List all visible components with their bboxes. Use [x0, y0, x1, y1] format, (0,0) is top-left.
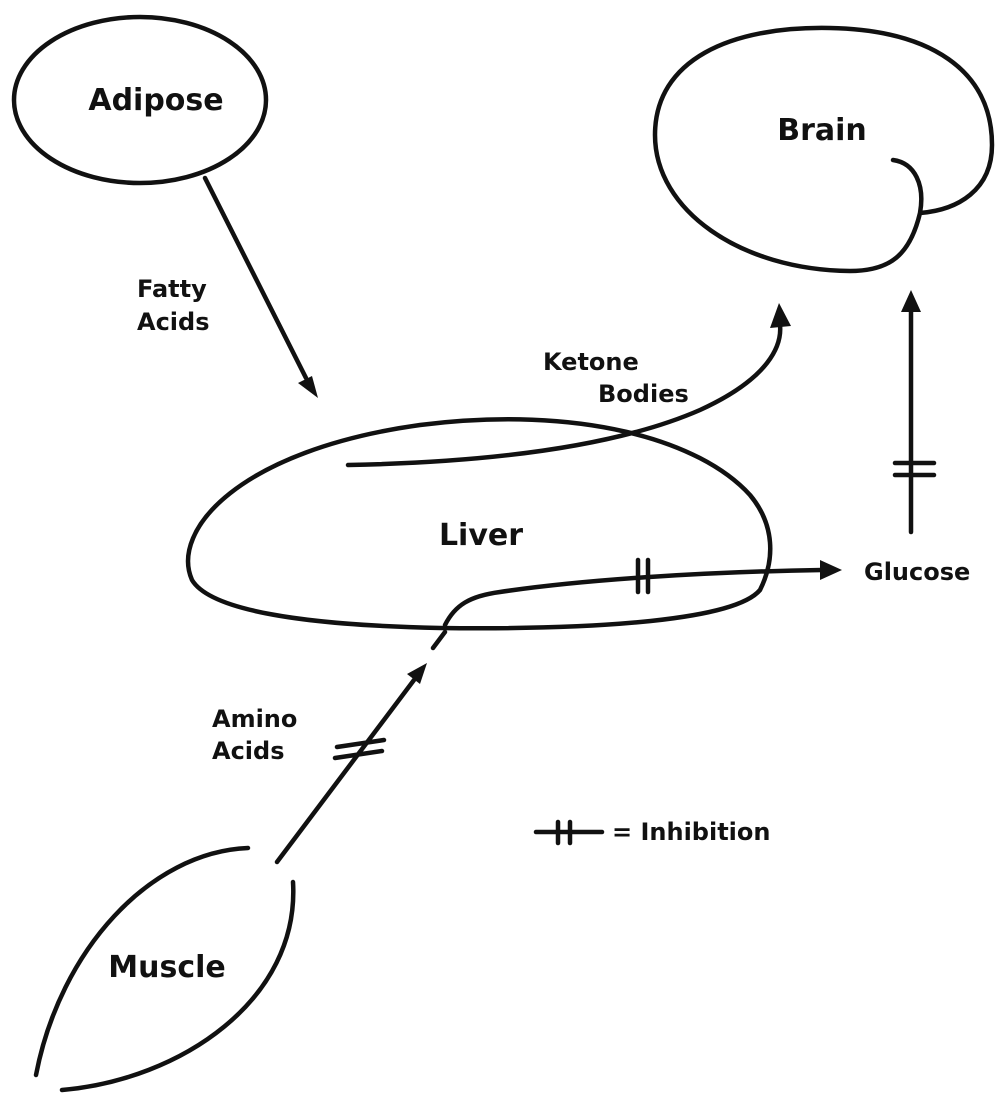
ketone-bodies-arrow [348, 303, 791, 465]
glucose-label: Glucose [864, 558, 970, 586]
liver-label: Liver [439, 518, 523, 553]
glucose-production-arrow [445, 560, 842, 625]
muscle-lower-curve [62, 882, 293, 1090]
fatty-acids-label: Fatty Acids [137, 275, 215, 336]
adipose-label: Adipose [88, 83, 223, 118]
ketone-bodies-label: Ketone Bodies [543, 348, 689, 408]
amino-acids-label: Amino Acids [212, 705, 306, 765]
amino-inhibition-mark-1 [337, 740, 384, 747]
glucose-to-brain-arrow [895, 290, 934, 532]
legend-label: = Inhibition [612, 818, 770, 846]
inhibition-legend: = Inhibition [536, 818, 770, 846]
brain-shape [655, 28, 992, 271]
brain-label: Brain [777, 113, 867, 148]
muscle-label: Muscle [108, 950, 225, 985]
brain-node: Brain [655, 28, 992, 271]
fatty-acids-arrow [205, 178, 318, 398]
muscle-node: Muscle [36, 848, 293, 1090]
amino-acids-arrow [277, 632, 445, 862]
adipose-node: Adipose [14, 17, 266, 183]
